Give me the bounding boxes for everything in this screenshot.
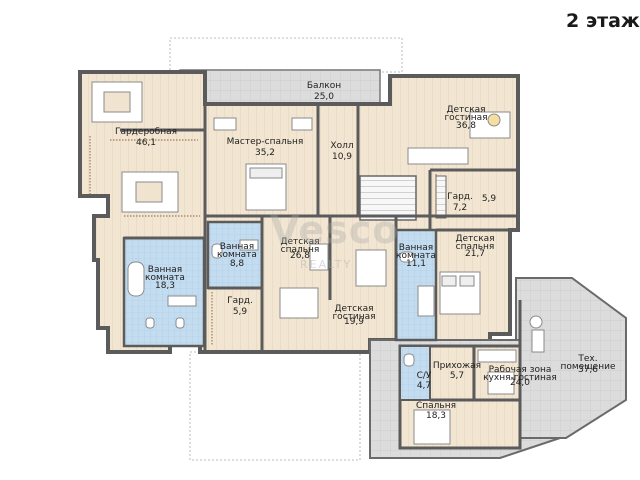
wardrobe-rails [89, 136, 437, 346]
furniture [91, 81, 545, 445]
room-label: Гард.5,9 [227, 296, 253, 317]
room-label: Тех.помещение37,6 [560, 354, 615, 375]
room-label-line: кухня-гостиная [483, 373, 557, 383]
room-label: Гард.7,2 [447, 192, 473, 213]
floor-title: 2 этаж [566, 10, 640, 32]
room-label-line: комната [145, 273, 185, 283]
staircase [359, 175, 417, 221]
room-label-line: комната [396, 251, 436, 261]
room-label-line: спальня [281, 245, 320, 255]
room-label-line: помещение [560, 362, 615, 372]
interior-walls [120, 104, 522, 402]
watermark-subtext: REALTY [300, 258, 353, 271]
watermark-logo: Vesco [270, 208, 400, 252]
staircase-2 [435, 175, 447, 219]
terrace-floor [515, 277, 627, 439]
balcony-floor [179, 69, 381, 105]
room-label-line: гостиная [444, 113, 487, 123]
bathroom-small-floor [206, 220, 264, 290]
room-label: 5,9 [482, 194, 497, 204]
room-label-line: комната [217, 250, 257, 260]
room-label-line: гостиная [332, 312, 375, 322]
room-label-line: спальня [456, 242, 495, 252]
